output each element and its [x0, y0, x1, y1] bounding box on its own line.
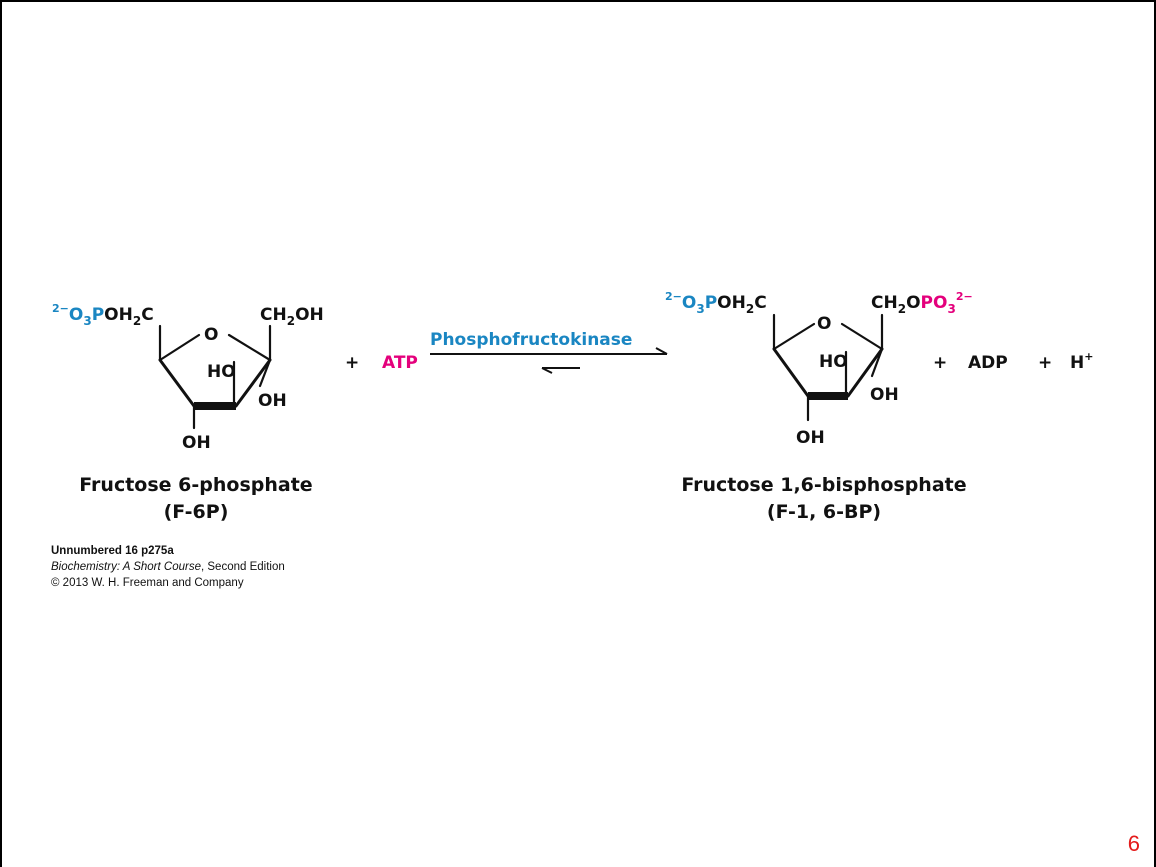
- h-ion-label: H+: [1070, 350, 1093, 373]
- f16bp-oh-bottom: OH: [796, 428, 825, 448]
- f6p-oh-bottom: OH: [182, 433, 211, 453]
- f6p-left-charge: 2−: [52, 302, 69, 315]
- plus-sign-3: +: [1038, 353, 1052, 373]
- f6p-ring-c2-c3: [234, 358, 272, 408]
- f16bp-ring-c2-c3: [846, 347, 884, 398]
- f6p-ring-o: O: [204, 325, 218, 345]
- f6p-oh-right: OH: [258, 391, 287, 411]
- f6p-name-line1: Fructose 6-phosphate: [79, 474, 313, 496]
- page-number: 6: [1127, 831, 1140, 856]
- caption-book: Biochemistry: A Short Course: [51, 561, 201, 573]
- f16bp-left-o-sub: 3: [696, 302, 704, 316]
- f6p-name-line2: (F-6P): [163, 501, 229, 523]
- caption-copyright: © 2013 W. H. Freeman and Company: [51, 577, 244, 589]
- f6p-left-group: 2−O3POH2C: [52, 302, 154, 328]
- f16bp-right-o: O: [906, 293, 920, 313]
- f16bp-ring-o: O: [817, 314, 831, 334]
- f16bp-left-charge: 2−: [665, 290, 682, 303]
- f6p-ring-c5-o: [158, 333, 201, 362]
- plus-sign-1: +: [345, 353, 359, 373]
- f16bp-structure: 2−O3POH2C CH2OPO32− O HO OH OH: [665, 290, 973, 448]
- f16bp-left-p: P: [705, 293, 717, 313]
- atp-label: ATP: [382, 353, 418, 373]
- f6p-left-h-sub: 2: [133, 314, 141, 328]
- f16bp-right-ch: CH: [871, 293, 898, 313]
- caption-book-line: Biochemistry: A Short Course, Second Edi…: [51, 559, 285, 575]
- f16bp-ring-c4-c3-bold: [808, 392, 848, 400]
- figure-caption: Unnumbered 16 p275a Biochemistry: A Shor…: [51, 543, 285, 591]
- f6p-ring-c5-c4: [158, 358, 196, 408]
- f16bp-right-po: PO: [921, 293, 948, 313]
- f6p-right-oh: OH: [295, 305, 324, 325]
- f6p-right-group: CH2OH: [260, 305, 324, 328]
- f6p-left-c: C: [141, 305, 153, 325]
- f6p-left-o-sub: 3: [83, 314, 91, 328]
- f16bp-ho: HO: [819, 352, 848, 372]
- f6p-name: Fructose 6-phosphate (F-6P): [46, 472, 346, 526]
- f16bp-left-oh: OH: [717, 293, 746, 313]
- f16bp-ring-c5-o: [772, 322, 816, 351]
- f16bp-left-h-sub: 2: [746, 302, 754, 316]
- reaction-diagram: 2−O3POH2C CH2OH O HO OH OH: [52, 290, 1093, 453]
- f6p-structure: 2−O3POH2C CH2OH O HO OH OH: [52, 302, 324, 453]
- h-ion-symbol: H: [1070, 353, 1084, 373]
- f16bp-right-charge: 2−: [956, 290, 973, 303]
- reverse-arrow-head: [541, 367, 553, 374]
- f6p-ring-o-c2: [227, 333, 272, 362]
- caption-edition: , Second Edition: [200, 561, 285, 573]
- f16bp-right-sub: 2: [898, 302, 906, 316]
- adp-label: ADP: [968, 353, 1008, 373]
- f6p-right-sub: 2: [287, 314, 295, 328]
- f6p-left-oh: OH: [104, 305, 133, 325]
- f16bp-name-line1: Fructose 1,6-bisphosphate: [681, 474, 967, 496]
- f16bp-right-po-sub: 3: [947, 302, 955, 316]
- f6p-right-ch: CH: [260, 305, 287, 325]
- f6p-ho: HO: [207, 362, 236, 382]
- enzyme-label: Phosphofructokinase: [430, 330, 632, 350]
- caption-title: Unnumbered 16 p275a: [51, 545, 174, 557]
- f16bp-oh-right: OH: [870, 385, 899, 405]
- f16bp-name: Fructose 1,6-bisphosphate (F-1, 6-BP): [644, 472, 1004, 526]
- f16bp-ring-c5-c4: [772, 347, 810, 398]
- f16bp-right-group: CH2OPO32−: [871, 290, 973, 316]
- f16bp-left-o: O: [682, 293, 696, 313]
- f6p-left-o: O: [69, 305, 83, 325]
- f6p-left-p: P: [92, 305, 104, 325]
- forward-arrow-head: [655, 347, 668, 355]
- f6p-ring-c4-c3-bold: [194, 402, 236, 410]
- f16bp-left-c: C: [754, 293, 766, 313]
- h-ion-charge: +: [1084, 350, 1093, 363]
- f16bp-name-line2: (F-1, 6-BP): [766, 501, 882, 523]
- f16bp-left-group: 2−O3POH2C: [665, 290, 767, 316]
- f16bp-ring-o-c2: [840, 322, 884, 351]
- plus-sign-2: +: [933, 353, 947, 373]
- equilibrium-arrows: [430, 347, 668, 374]
